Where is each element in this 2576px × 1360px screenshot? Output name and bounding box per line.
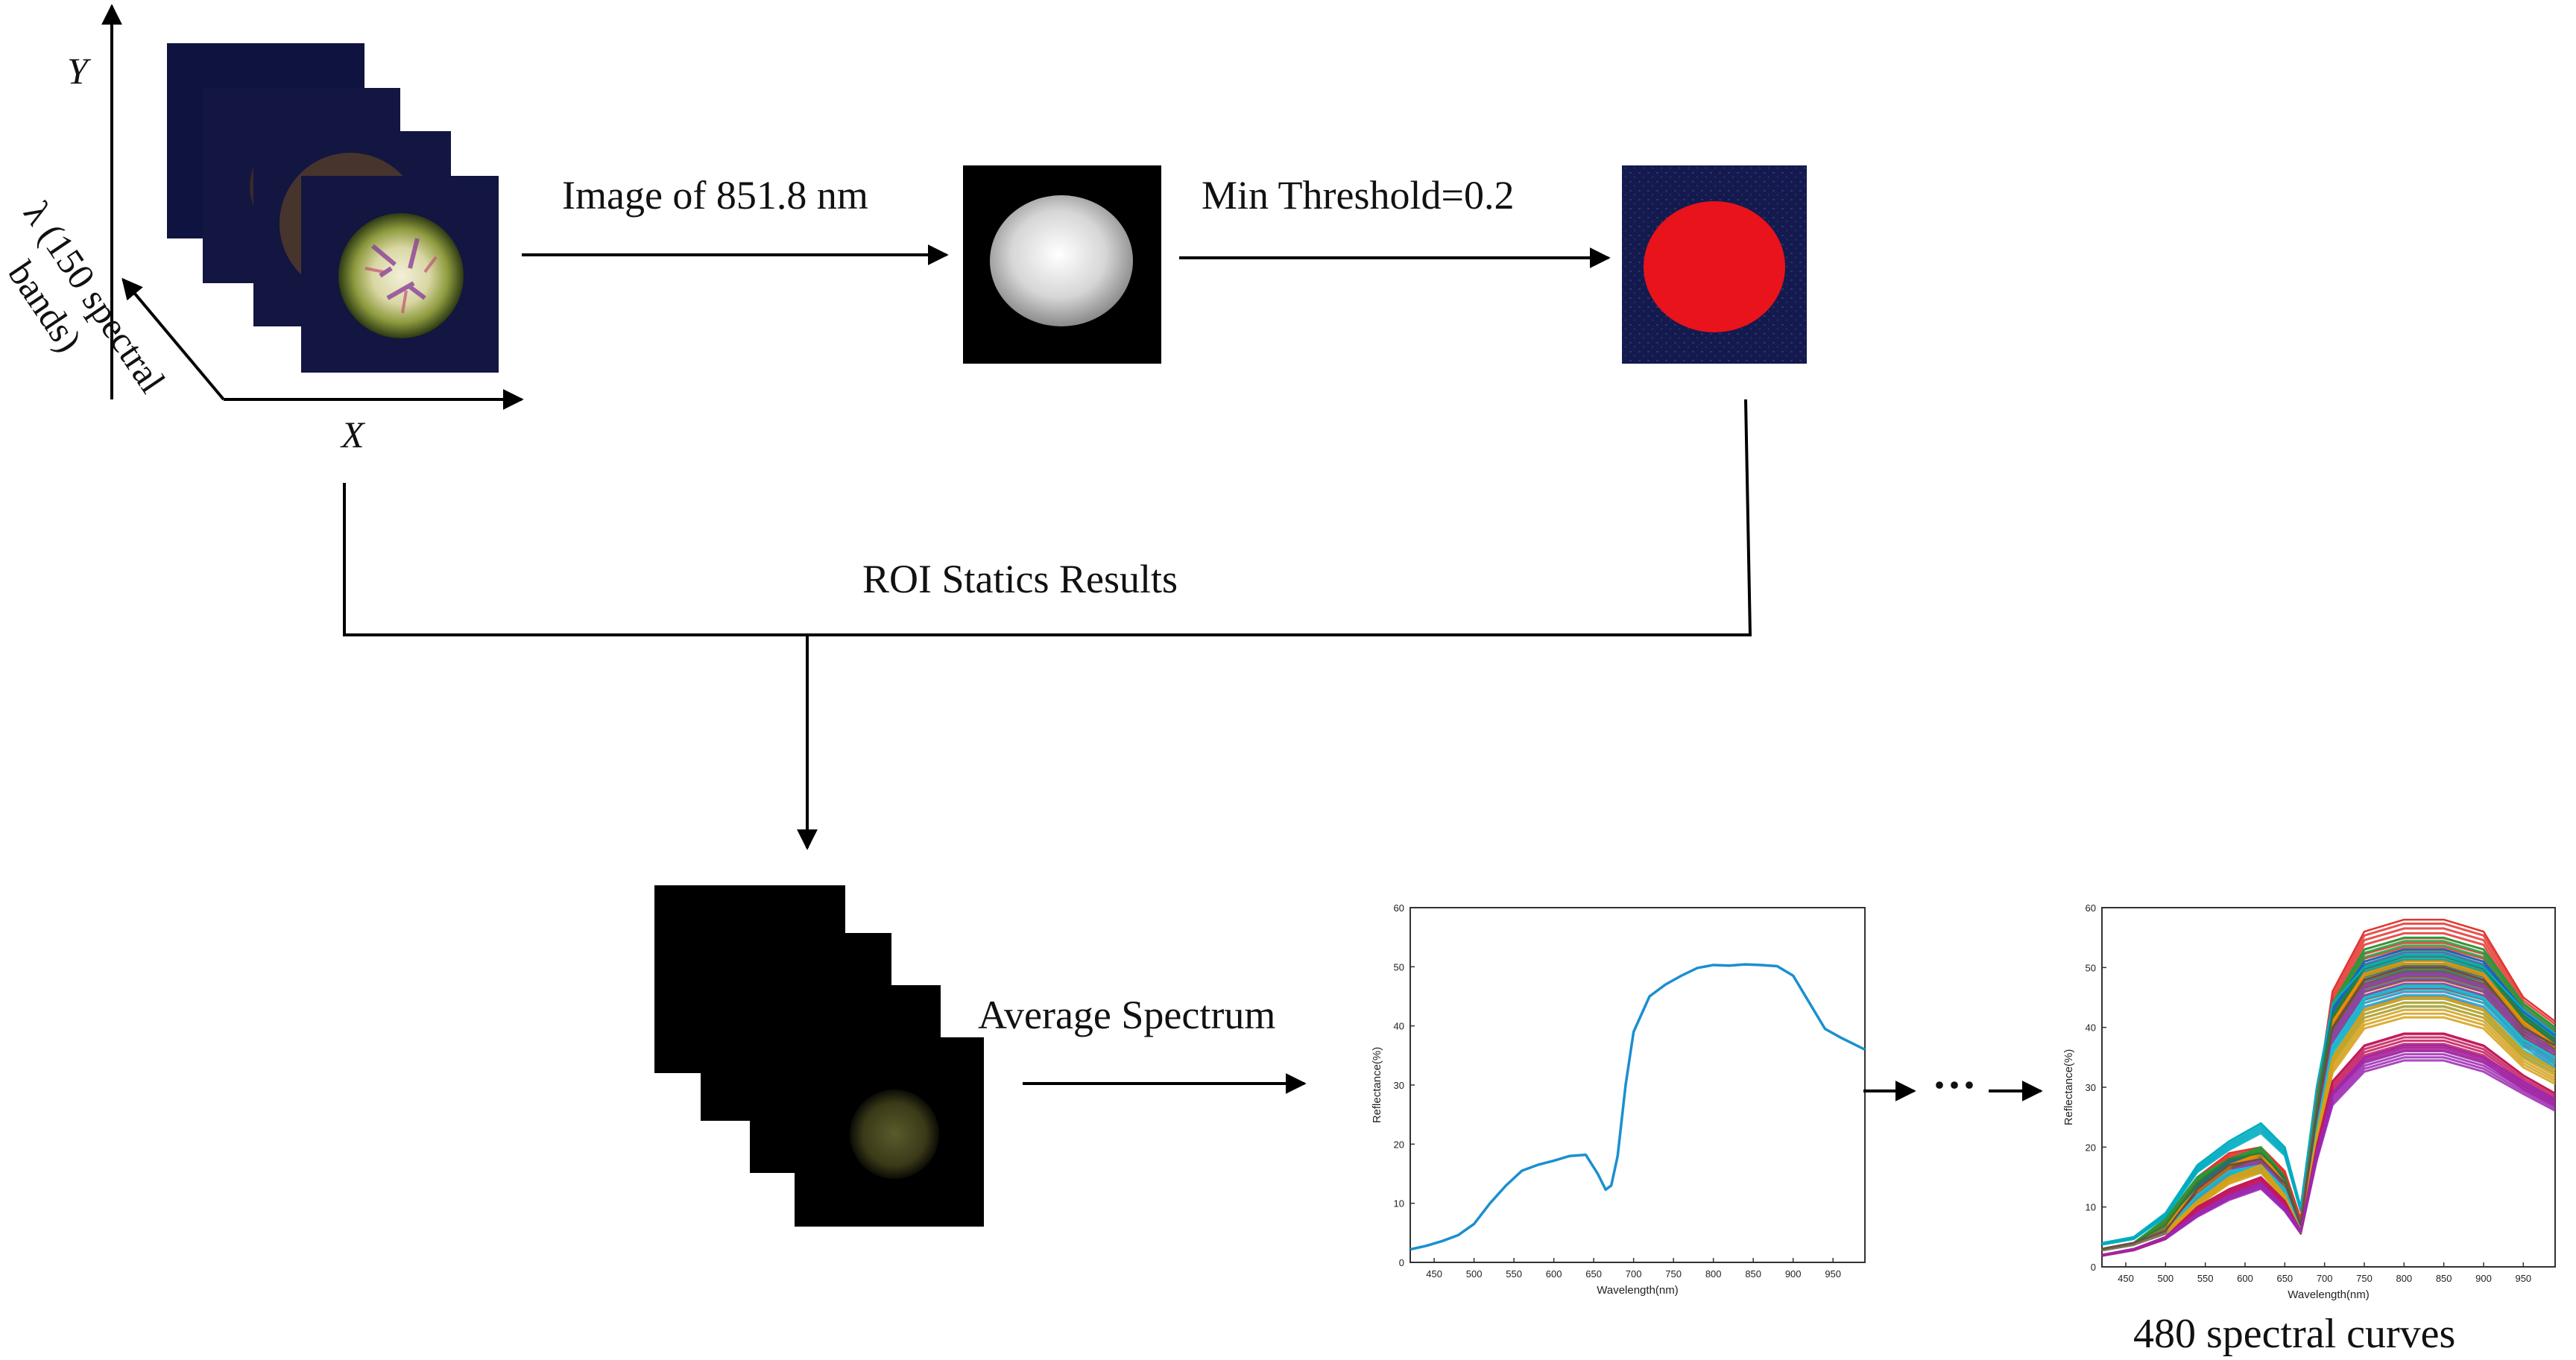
x-tick-label: 900 [1785, 1268, 1802, 1280]
fruit-gray-image [990, 195, 1133, 326]
plot-frame [1409, 907, 1866, 1263]
spectrum-line-10 [2101, 955, 2556, 1244]
x-tick-label: 650 [1585, 1268, 1602, 1280]
y-tick-label: 20 [1394, 1139, 1404, 1150]
step-single-band: Image of 851.8 nm [522, 165, 1161, 364]
step-threshold: Min Threshold=0.2 [1179, 165, 1807, 364]
x-tick-label: 550 [1506, 1268, 1522, 1280]
y-tick-label: 0 [1399, 1257, 1404, 1268]
x-tick-label: 500 [2157, 1273, 2174, 1284]
roi-cube [654, 885, 984, 1227]
ellipsis-text: ··· [1932, 1060, 1977, 1110]
step-average-label: Average Spectrum [978, 993, 1275, 1037]
y-tick-label: 20 [2086, 1142, 2096, 1153]
x-tick-label: 450 [2118, 1273, 2134, 1284]
x-tick-label: 700 [2317, 1273, 2333, 1284]
roi-fruit-image [850, 1089, 939, 1179]
step-image-label: Image of 851.8 nm [562, 173, 868, 218]
x-tick-label: 900 [2475, 1273, 2492, 1284]
roi-combine: ROI Statics Results [343, 399, 1752, 850]
spectrum-line-9 [2101, 967, 2556, 1250]
y-tick-label: 0 [2091, 1262, 2096, 1273]
axis-y-label: Y [67, 50, 92, 92]
step-average: Average Spectrum [978, 993, 1307, 1094]
x-tick-label: 800 [2396, 1273, 2412, 1284]
y-tick-label: 60 [1394, 902, 1404, 914]
y-tick-label: 60 [2086, 902, 2096, 914]
x-tick-label: 750 [2356, 1273, 2373, 1284]
y-tick-label: 40 [1394, 1021, 1404, 1032]
y-tick-label: 10 [1394, 1198, 1404, 1209]
x-tick-label: 800 [1705, 1268, 1722, 1280]
x-tick-label: 700 [1626, 1268, 1642, 1280]
x-axis-label: Wavelength(nm) [2288, 1288, 2369, 1301]
hyperspectral-cube [167, 43, 499, 373]
spectrum-line-6 [2101, 996, 2556, 1250]
x-tick-label: 600 [1546, 1268, 1562, 1280]
x-tick-label: 500 [1466, 1268, 1483, 1280]
y-axis-label: Reflectance(%) [2062, 1049, 2075, 1126]
y-tick-label: 40 [2086, 1022, 2096, 1034]
step-threshold-label: Min Threshold=0.2 [1202, 173, 1514, 218]
roi-bracket [343, 399, 1752, 636]
curves-caption: 480 spectral curves [2133, 1311, 2455, 1357]
average-spectrum-chart: 0 10 20 30 40 50 60 450 500 550 600 650 700 750 800 850… [1371, 902, 1866, 1297]
axis-x-label: X [340, 414, 366, 455]
x-tick-label: 550 [2197, 1273, 2214, 1284]
x-axis-label: Wavelength(nm) [1597, 1284, 1678, 1297]
x-tick-label: 750 [1665, 1268, 1682, 1280]
x-tick-label: 600 [2237, 1273, 2253, 1284]
x-tick-label: 950 [2515, 1273, 2531, 1284]
x-tick-label: 850 [2436, 1273, 2452, 1284]
spectrum-line-0 [1409, 963, 1866, 1251]
step-roi-label: ROI Statics Results [862, 557, 1178, 601]
y-tick-label: 30 [2086, 1082, 2096, 1093]
x-tick-label: 850 [1745, 1268, 1761, 1280]
x-tick-label: 950 [1825, 1268, 1841, 1280]
x-tick-label: 450 [1426, 1268, 1442, 1280]
roi-mask-region [1644, 201, 1785, 332]
ellipsis-flow: ··· [1863, 1060, 2043, 1110]
fruit-rgb-image [338, 213, 464, 338]
y-tick-label: 30 [1394, 1080, 1404, 1091]
spectral-curves-chart: 0 10 20 30 40 50 60 450 500 550 600 650 700 750 800 850… [2062, 902, 2556, 1301]
spectrum-line-11 [2101, 1044, 2556, 1256]
y-axis-label: Reflectance(%) [1371, 1047, 1383, 1124]
y-tick-label: 10 [2086, 1202, 2096, 1213]
y-tick-label: 50 [1394, 961, 1404, 972]
x-tick-label: 650 [2276, 1273, 2293, 1284]
axis-lambda-arrow [121, 277, 225, 401]
y-tick-label: 50 [2086, 962, 2096, 973]
